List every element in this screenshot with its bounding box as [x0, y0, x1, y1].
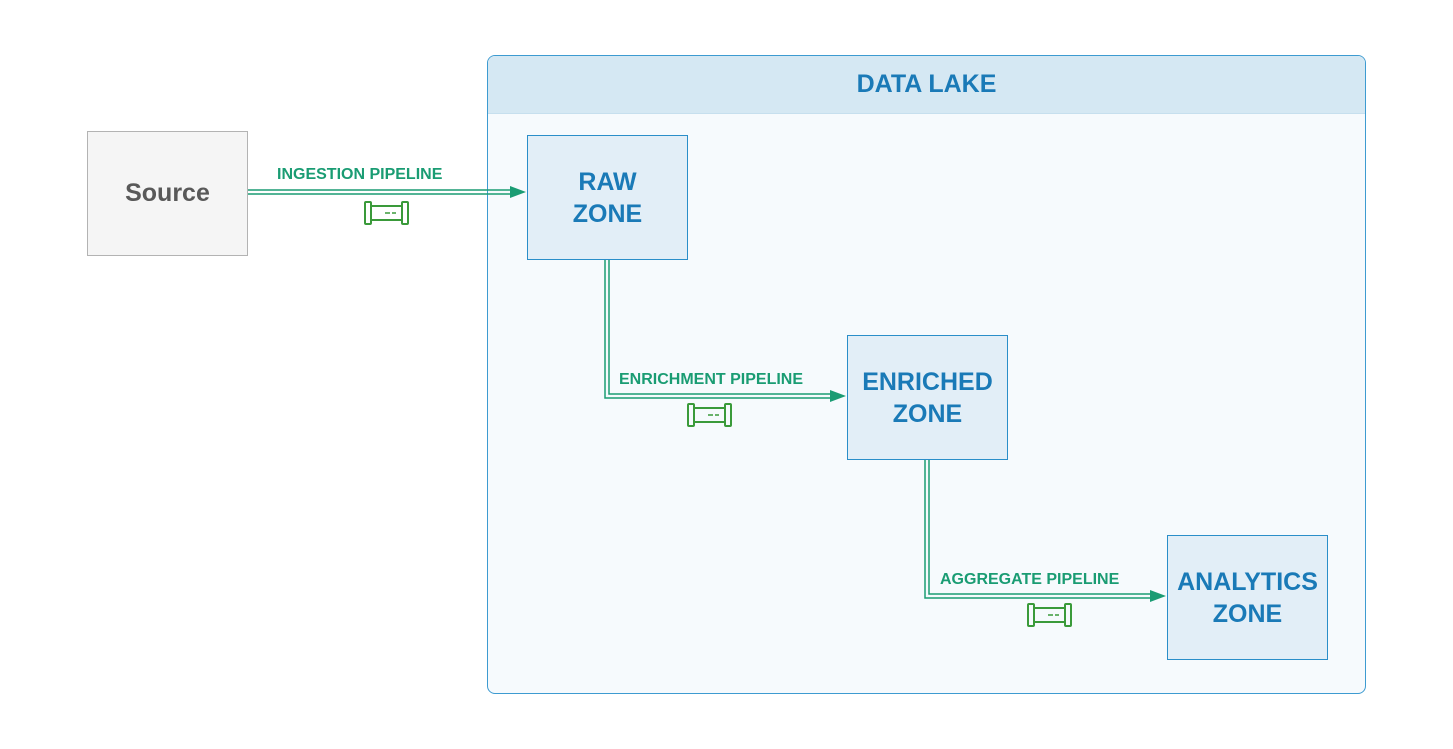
- pipe-icon: [687, 403, 732, 427]
- ingestion-pipeline-label: INGESTION PIPELINE: [277, 166, 443, 183]
- source-node: Source: [87, 131, 248, 256]
- enrichment-pipeline-label: ENRICHMENT PIPELINE: [619, 371, 804, 388]
- pipe-icon: [364, 201, 409, 225]
- pipe-icon: [1027, 603, 1072, 627]
- ingestion-connector: [248, 186, 526, 198]
- aggregate-pipeline-label: AGGREGATE PIPELINE: [940, 571, 1120, 588]
- enriched-zone-node: ENRICHED ZONE: [847, 335, 1008, 460]
- aggregate-connector: [924, 460, 1166, 602]
- enrichment-connector: [604, 260, 846, 402]
- data-lake-title: DATA LAKE: [488, 56, 1365, 114]
- analytics-zone-node: ANALYTICS ZONE: [1167, 535, 1328, 660]
- raw-zone-node: RAW ZONE: [527, 135, 688, 260]
